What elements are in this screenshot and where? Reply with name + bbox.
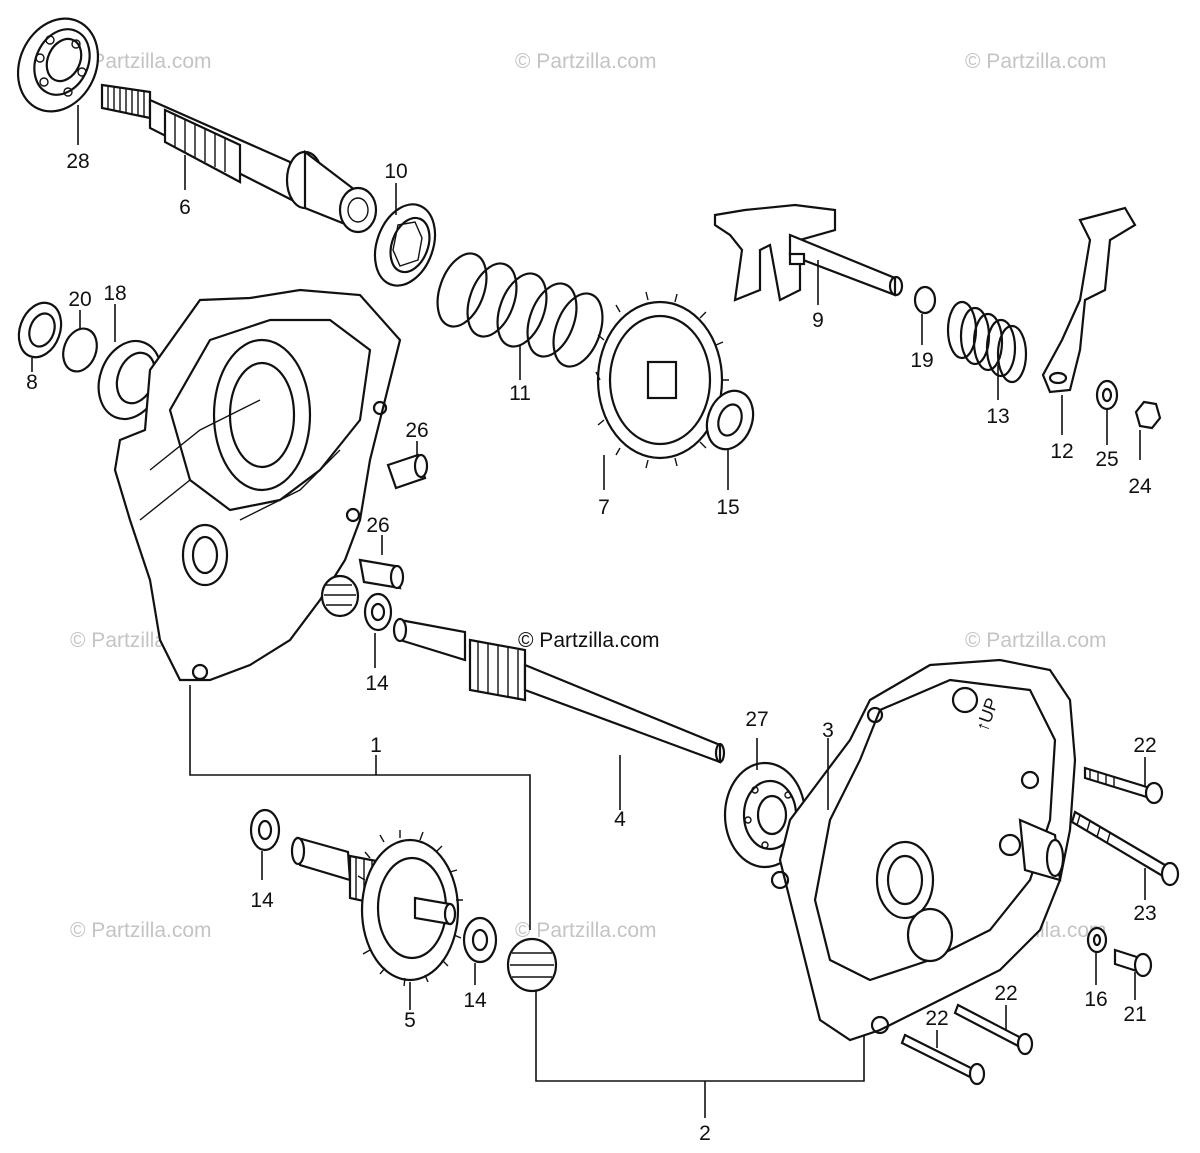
- spring-13: [946, 300, 1028, 384]
- bolt-22-mid: [953, 1003, 1034, 1056]
- callout-1: 1: [370, 734, 382, 757]
- callout-16: 16: [1084, 988, 1107, 1011]
- washer-16-hole: [1092, 933, 1102, 947]
- washer-14-upper: [363, 592, 393, 632]
- countershaft-4: [392, 617, 726, 764]
- callout-28: 28: [66, 150, 89, 173]
- washer-19: [913, 285, 937, 315]
- callout-2: 2: [699, 1122, 711, 1145]
- watermark: © Partzilla.com: [70, 50, 212, 73]
- seal-8: [17, 301, 63, 359]
- shift-arm-12: [1041, 206, 1137, 394]
- watermark: © Partzilla.com: [515, 50, 657, 73]
- crankcase-cover-left: [113, 288, 402, 682]
- callout-22-mid: 22: [994, 982, 1017, 1005]
- callout-22-upper: 22: [1133, 734, 1156, 757]
- dowel-26-lower: [358, 558, 405, 590]
- callout-18: 18: [103, 282, 126, 305]
- callout-4: 4: [614, 808, 626, 831]
- callout-3: 3: [822, 719, 834, 742]
- gear-5: [290, 830, 463, 987]
- bolt-22-upper: [1083, 766, 1164, 805]
- bolt-22-lower: [900, 1033, 986, 1086]
- callout-10: 10: [384, 160, 407, 183]
- watermark: © Partzilla.com: [515, 919, 657, 942]
- callout-12: 12: [1050, 440, 1073, 463]
- washer-14-right: [462, 916, 498, 964]
- callout-26-upper: 26: [405, 419, 428, 442]
- callout-27: 27: [745, 708, 768, 731]
- callout-26-lower: 26: [366, 514, 389, 537]
- callout-9: 9: [812, 309, 824, 332]
- nut-24: [1134, 400, 1162, 430]
- callout-11: 11: [509, 382, 531, 405]
- watermark: © Partzilla.com: [70, 919, 212, 942]
- callout-8: 8: [26, 371, 38, 394]
- callout-23: 23: [1133, 902, 1156, 925]
- callout-19: 19: [910, 349, 933, 372]
- shift-fork-9: [713, 203, 904, 302]
- needle-bearing-upper: [320, 574, 360, 618]
- callout-22-lower: 22: [925, 1007, 948, 1030]
- bolt-23: [1070, 810, 1180, 887]
- washer-15: [705, 389, 755, 451]
- clutch-ring-10: [373, 203, 437, 287]
- callout-14-left: 14: [250, 889, 274, 912]
- callout-7: 7: [598, 496, 610, 519]
- bolt-21: [1113, 948, 1153, 978]
- washer-16: [1086, 926, 1108, 954]
- callout-13: 13: [986, 405, 1009, 428]
- callout-14-right: 14: [463, 989, 487, 1012]
- spring-11: [436, 252, 604, 368]
- bracket-2: [535, 990, 865, 1082]
- callout-labels: 1 2 3 4 5 6 7 8 9 10 11 12 13 14 14 14 1…: [26, 150, 1157, 1145]
- o-ring-20: [62, 327, 98, 373]
- washer-25-hole: [1101, 387, 1113, 403]
- bearing-18: [97, 339, 163, 421]
- washer-25: [1095, 379, 1119, 411]
- callout-6: 6: [179, 196, 191, 219]
- callout-20: 20: [68, 288, 91, 311]
- callout-24: 24: [1128, 475, 1152, 498]
- watermark: © Partzilla.com: [965, 50, 1107, 73]
- watermark: © Partzilla.com: [965, 629, 1107, 652]
- needle-bearing-lower: [506, 937, 558, 993]
- callout-5: 5: [404, 1009, 416, 1032]
- callout-21: 21: [1123, 1003, 1146, 1026]
- callout-15: 15: [716, 496, 739, 519]
- center-watermark: © Partzilla.com: [518, 629, 660, 652]
- bearing-28: [16, 17, 100, 113]
- washer-14-left: [249, 808, 281, 852]
- main-shaft-6: [100, 83, 378, 234]
- bracket-1: [189, 685, 531, 930]
- dowel-26-upper: [386, 453, 429, 490]
- callout-25: 25: [1095, 448, 1118, 471]
- callout-14-upper: 14: [365, 672, 389, 695]
- gear-7: [595, 291, 729, 469]
- crankcase-cover-right: ↑UP: [770, 658, 1077, 1042]
